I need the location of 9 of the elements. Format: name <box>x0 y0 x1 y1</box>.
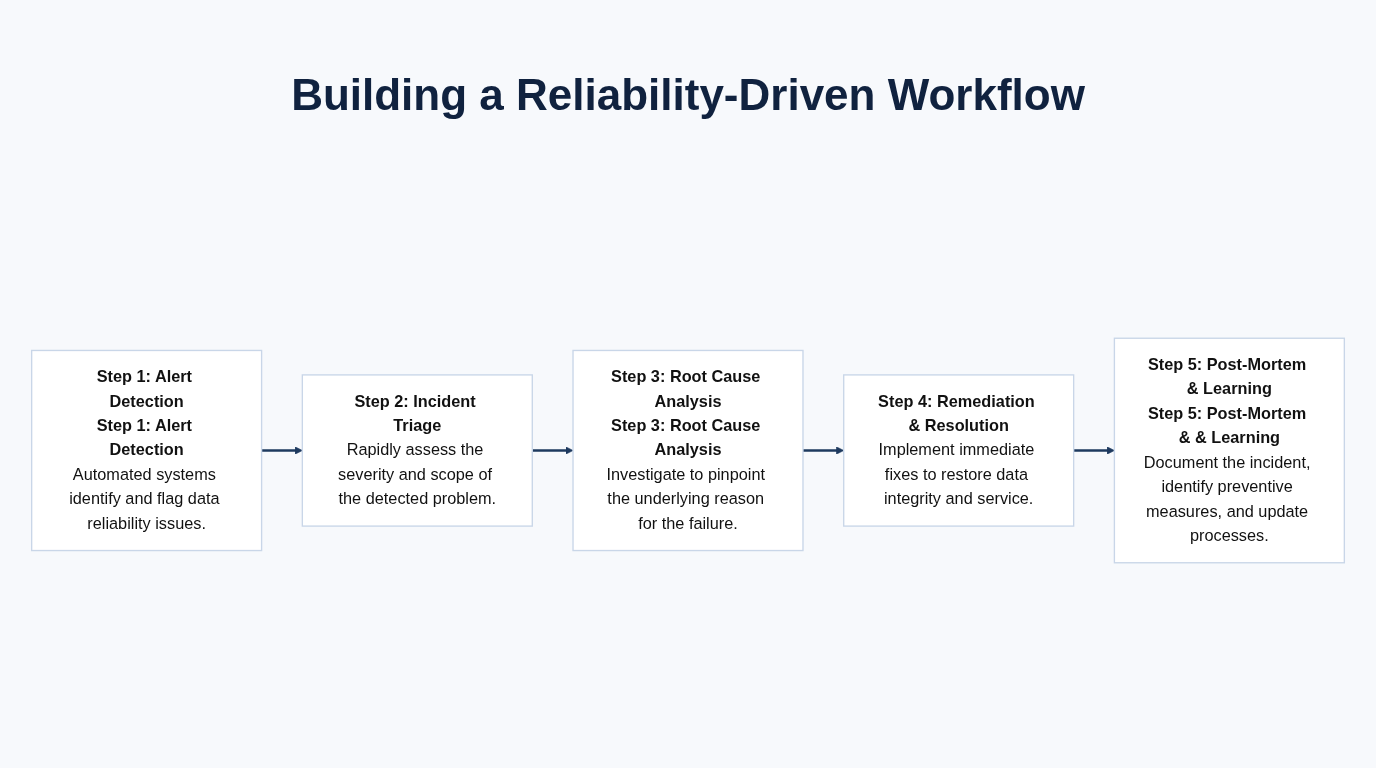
node-box: Step 3: Root Cause Analysis Step 3: Root Cause Analysis Investigate to pinpoint the underlying reason for the failure. <box>572 349 804 551</box>
node-box: Step 4: Remediation & Resolution Implement immediate fixes to restore data integrity and service. <box>843 373 1075 527</box>
title: Building a Reliability-Driven Workflow <box>291 70 1085 120</box>
node-box: Step 1: Alert Detection Step 1: Alert Detection Automated systems identify and flag data reliability issues. <box>31 349 263 551</box>
arrow <box>261 446 303 454</box>
arrow <box>1073 446 1115 454</box>
node-box: Step 5: Post-Mortem & Learning Step 5: Post-Mortem & & Learning Document the incident, identify preventive measures, and update processes. <box>1113 337 1345 563</box>
arrow <box>532 446 574 454</box>
node-box: Step 2: Incident Triage Rapidly assess the severity and scope of the detected problem. <box>301 373 533 527</box>
